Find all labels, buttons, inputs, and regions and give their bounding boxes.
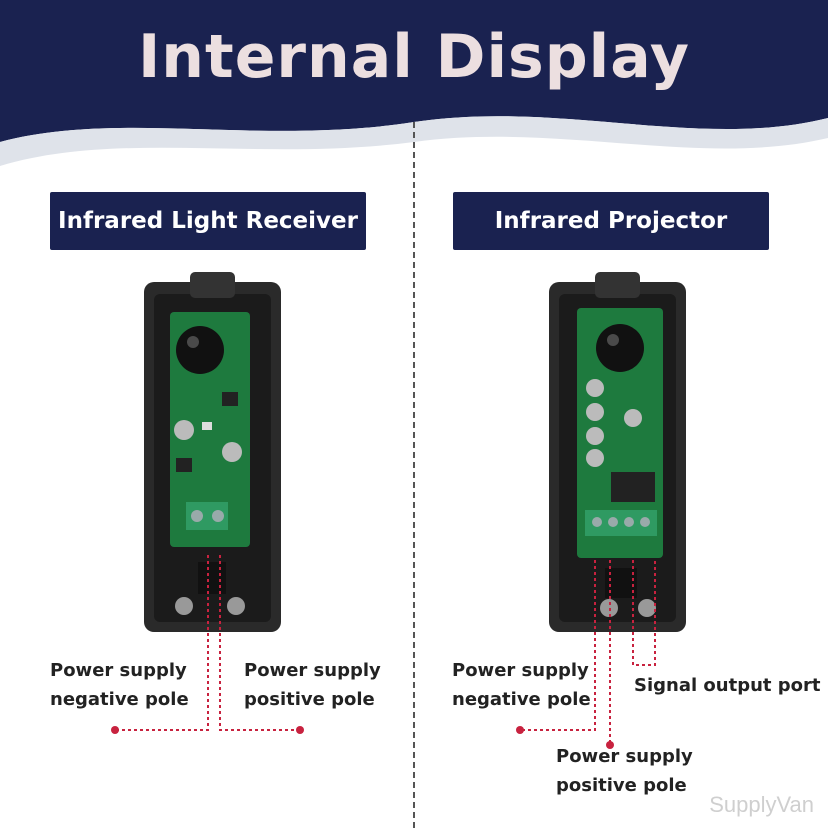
page-title: Internal Display: [137, 22, 690, 92]
projector-negative-line2: negative pole: [452, 689, 591, 710]
projector-positive-line2: positive pole: [556, 775, 687, 796]
projector-positive-callout: Power supply positive pole: [556, 742, 693, 800]
projector-positive-line1: Power supply: [556, 746, 693, 767]
receiver-negative-callout: Power supply negative pole: [50, 656, 189, 714]
watermark: SupplyVan: [709, 792, 814, 817]
projector-label: Infrared Projector: [453, 192, 769, 250]
receiver-positive-callout: Power supply positive pole: [244, 656, 381, 714]
projector-negative-callout: Power supply negative pole: [452, 656, 591, 714]
projector-negative-line1: Power supply: [452, 660, 589, 681]
projector-device-image: [549, 272, 686, 632]
receiver-label: Infrared Light Receiver: [50, 192, 366, 250]
receiver-positive-line1: Power supply: [244, 660, 381, 681]
receiver-device-image: [144, 272, 281, 632]
center-divider: [413, 122, 415, 828]
projector-signal-callout: Signal output port: [634, 675, 821, 696]
receiver-negative-line2: negative pole: [50, 689, 189, 710]
receiver-negative-line1: Power supply: [50, 660, 187, 681]
receiver-positive-line2: positive pole: [244, 689, 375, 710]
